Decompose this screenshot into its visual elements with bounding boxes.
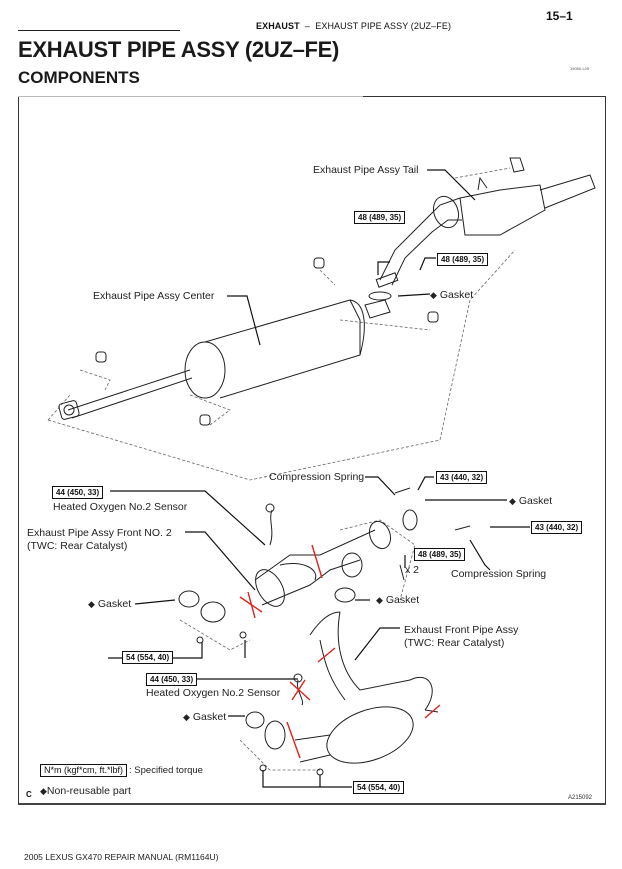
legend-torque-unit: N*m (kgf*cm, ft.*lbf)	[40, 764, 128, 777]
frame-top-highlight	[18, 96, 363, 97]
nonreusable-icon: ◆	[183, 712, 190, 722]
torque-o2-upper: 44 (450, 33)	[52, 486, 104, 499]
label-o2-sensor-1: Heated Oxygen No.2 Sensor	[53, 501, 188, 513]
header-rule	[18, 30, 180, 31]
label-gasket-bottom: ◆ Gasket	[183, 711, 226, 723]
figure-id: A215092	[568, 795, 593, 801]
header-separator: –	[304, 21, 311, 31]
running-header: EXHAUST – EXHAUST PIPE ASSY (2UZ–FE)	[256, 21, 451, 31]
label-compression-spring-1: Compression Spring	[269, 471, 365, 483]
label-gasket-mid: ◆ Gasket	[376, 594, 419, 606]
nonreusable-icon: ◆	[376, 595, 383, 605]
label-front-no2-line2: (TWC: Rear Catalyst)	[27, 540, 128, 552]
legend-torque: N*m (kgf*cm, ft.*lbf) : Specified torque	[40, 764, 203, 777]
label-front-no2-line1: Exhaust Pipe Assy Front NO. 2	[27, 527, 172, 539]
gasket-bottom-text: Gasket	[192, 711, 227, 723]
gasket-top-text: Gasket	[439, 289, 474, 301]
label-gasket-right: ◆ Gasket	[509, 495, 552, 507]
legend-torque-desc: : Specified torque	[129, 764, 203, 776]
page-number: 15–1	[546, 9, 573, 23]
page-subtitle: COMPONENTS	[18, 68, 140, 87]
label-front-pipe-line2: (TWC: Rear Catalyst)	[404, 637, 505, 649]
label-o2-sensor-2: Heated Oxygen No.2 Sensor	[146, 687, 281, 699]
nonreusable-icon: ◆	[88, 599, 95, 609]
label-gasket-left: ◆ Gasket	[88, 598, 131, 610]
legend-nonreusable: ◆Non-reusable part	[40, 785, 131, 797]
gasket-left-text: Gasket	[97, 598, 132, 610]
reference-code: 15050-L05	[570, 66, 590, 71]
label-tail: Exhaust Pipe Assy Tail	[313, 164, 419, 176]
diagram-frame	[18, 96, 606, 805]
label-gasket-top: ◆ Gasket	[430, 289, 473, 301]
label-center: Exhaust Pipe Assy Center	[93, 290, 215, 302]
nonreusable-icon: ◆	[430, 290, 437, 300]
label-compression-spring-2: Compression Spring	[451, 568, 547, 580]
header-subsection: EXHAUST PIPE ASSY (2UZ–FE)	[315, 21, 452, 31]
torque-spring-upper: 43 (440, 32)	[436, 471, 488, 484]
torque-tail-lower: 48 (489, 35)	[437, 253, 489, 266]
torque-spring-lower: 43 (440, 32)	[531, 521, 583, 534]
torque-nut-upper: 54 (554, 40)	[122, 651, 174, 664]
page-title: EXHAUST PIPE ASSY (2UZ–FE)	[18, 37, 340, 62]
legend-nonreusable-text: Non-reusable part	[46, 785, 131, 797]
gasket-mid-text: Gasket	[385, 594, 420, 606]
manual-footer: 2005 LEXUS GX470 REPAIR MANUAL (RM1164U)	[24, 852, 219, 862]
torque-o2-lower: 44 (450, 33)	[146, 673, 198, 686]
nonreusable-icon: ◆	[509, 496, 516, 506]
gasket-right-text: Gasket	[518, 495, 553, 507]
torque-tail-upper: 48 (489, 35)	[354, 211, 406, 224]
nonreusable-icon: ◆	[40, 786, 47, 796]
torque-nut-lower: 54 (554, 40)	[353, 781, 405, 794]
label-bolt-qty: x 2	[405, 564, 420, 576]
label-front-pipe-line1: Exhaust Front Pipe Assy	[404, 624, 519, 636]
corner-mark: C	[26, 790, 32, 799]
torque-bolt-mid: 48 (489, 35)	[414, 548, 466, 561]
header-section: EXHAUST	[256, 21, 300, 31]
